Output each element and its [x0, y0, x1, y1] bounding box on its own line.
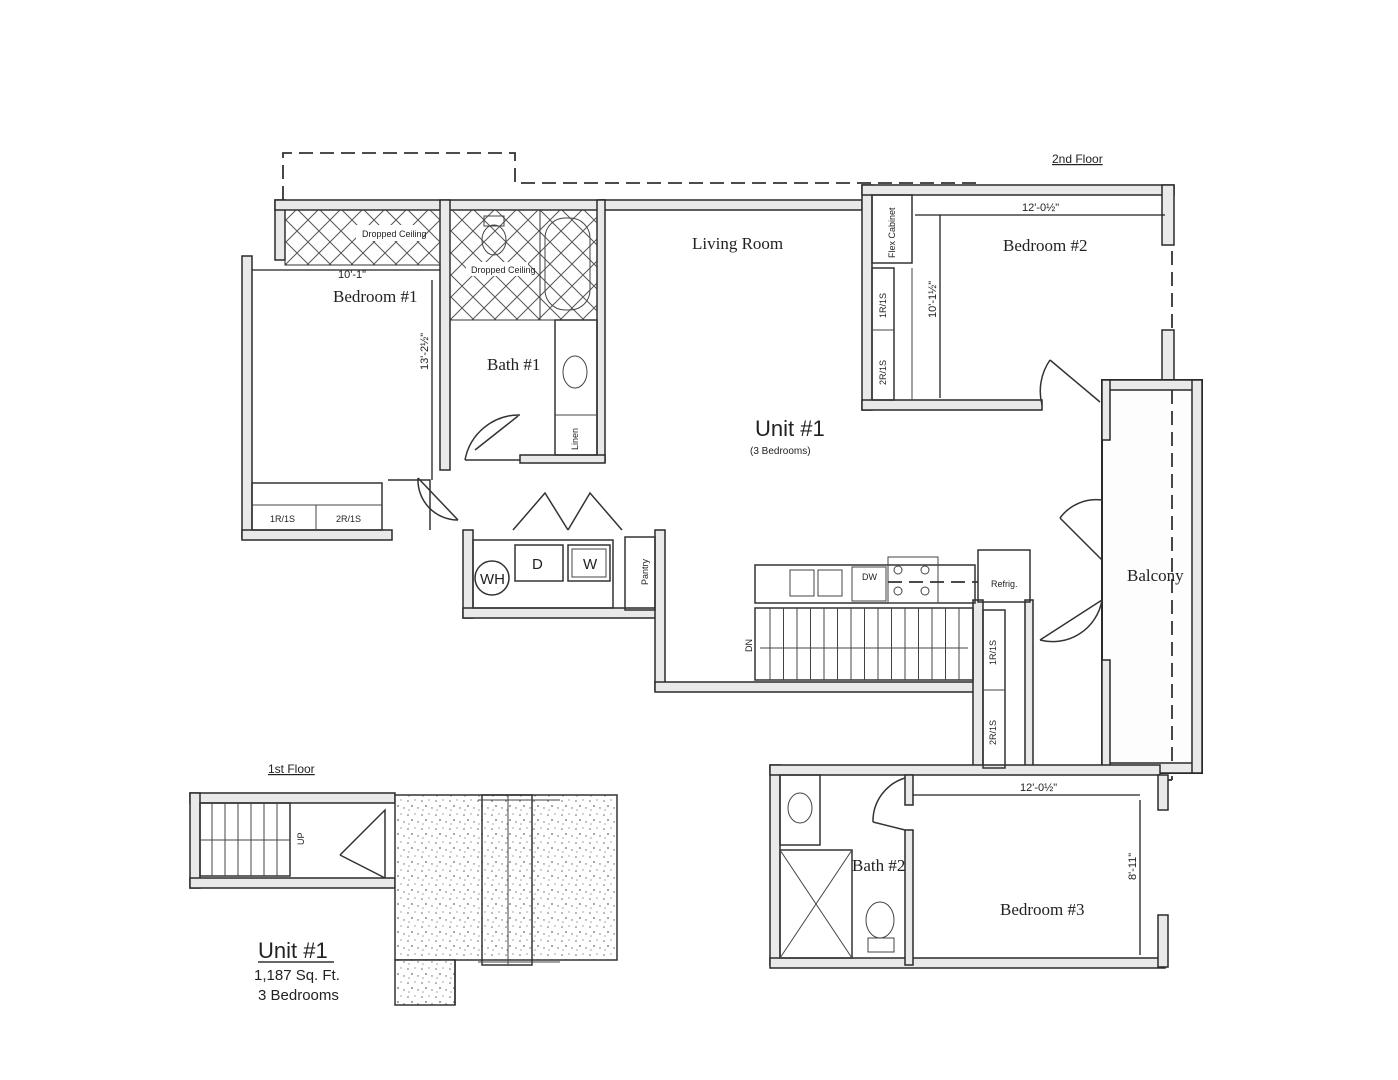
bedroom-3: 12'-0½" 8'-11" Bedroom #3 [913, 782, 1141, 955]
unit-summary-title: Unit #1 [258, 938, 328, 963]
first-floor: 1st Floor UP [189, 762, 618, 1006]
dropped-ceiling-bath-label: Dropped Ceiling [471, 265, 536, 275]
linen-label: Linen [570, 428, 580, 450]
bed2-closet-2r: 2R/1S [878, 360, 888, 385]
bed3-width-dim: 12'-0½" [1020, 782, 1057, 794]
bed2-width-dim: 12'-0½" [1022, 202, 1059, 214]
living-area: Living Room Unit #1 (3 Bedrooms) [692, 234, 825, 457]
bed3-depth-dim: 8'-11" [1127, 853, 1139, 880]
laundry: WH D W Pantry [472, 491, 656, 611]
unit-center-subtitle: (3 Bedrooms) [750, 446, 811, 457]
pantry-label: Pantry [640, 558, 650, 585]
bath-2: Bath #2 [779, 774, 905, 959]
outer-walls [241, 184, 1203, 969]
hall-closet-2r: 2R/1S [988, 720, 998, 745]
bath-1: Dropped Ceiling Bath #1 Linen [449, 209, 598, 461]
living-room-label: Living Room [692, 234, 783, 253]
dw-label: DW [862, 572, 877, 582]
bed1-closet-2r: 2R/1S [336, 514, 361, 524]
balcony: Balcony [1039, 390, 1184, 763]
refrig-label: Refrig. [991, 579, 1018, 589]
stair-dn-label: DN [744, 639, 754, 652]
hall-closet-1r: 1R/1S [988, 640, 998, 665]
bed1-depth-dim: 13'-2½" [419, 333, 431, 370]
bedroom1-label: Bedroom #1 [333, 287, 418, 306]
bed2-depth-dim: 10'-1½" [927, 281, 939, 318]
unit-summary: Unit #1 1,187 Sq. Ft. 3 Bedrooms [254, 938, 340, 1004]
bedroom-2: Flex Cabinet 1R/1S 2R/1S 12'-0½" 10'-1½"… [871, 152, 1165, 406]
unit-summary-area: 1,187 Sq. Ft. [254, 967, 340, 984]
stairs-down: DN [744, 607, 974, 681]
bed2-closet-1r: 1R/1S [878, 293, 888, 318]
first-floor-label: 1st Floor [268, 762, 315, 776]
bath1-label: Bath #1 [487, 355, 540, 374]
dropped-ceiling-label: Dropped Ceiling [362, 229, 427, 239]
bedroom3-label: Bedroom #3 [1000, 900, 1085, 919]
stair-up-label: UP [296, 832, 306, 845]
washer-label: W [583, 556, 598, 573]
flex-cabinet-label: Flex Cabinet [887, 207, 897, 258]
balcony-label: Balcony [1127, 566, 1184, 585]
unit-center-title: Unit #1 [755, 416, 825, 441]
bath2-label: Bath #2 [852, 856, 905, 875]
dryer-label: D [532, 556, 543, 573]
bedroom2-label: Bedroom #2 [1003, 236, 1088, 255]
bed1-closet-1r: 1R/1S [270, 514, 295, 524]
water-heater-label: WH [480, 571, 505, 588]
bedroom-1: Dropped Ceiling 10'-1" 13'-2½" Bedroom #… [251, 209, 459, 531]
hall-closets: 1R/1S 2R/1S [982, 609, 1006, 769]
second-floor-label: 2nd Floor [1052, 152, 1103, 166]
unit-summary-bedrooms: 3 Bedrooms [258, 987, 339, 1004]
bed1-width-dim: 10'-1" [338, 269, 366, 281]
kitchen: DW Refrig. [754, 549, 1031, 604]
